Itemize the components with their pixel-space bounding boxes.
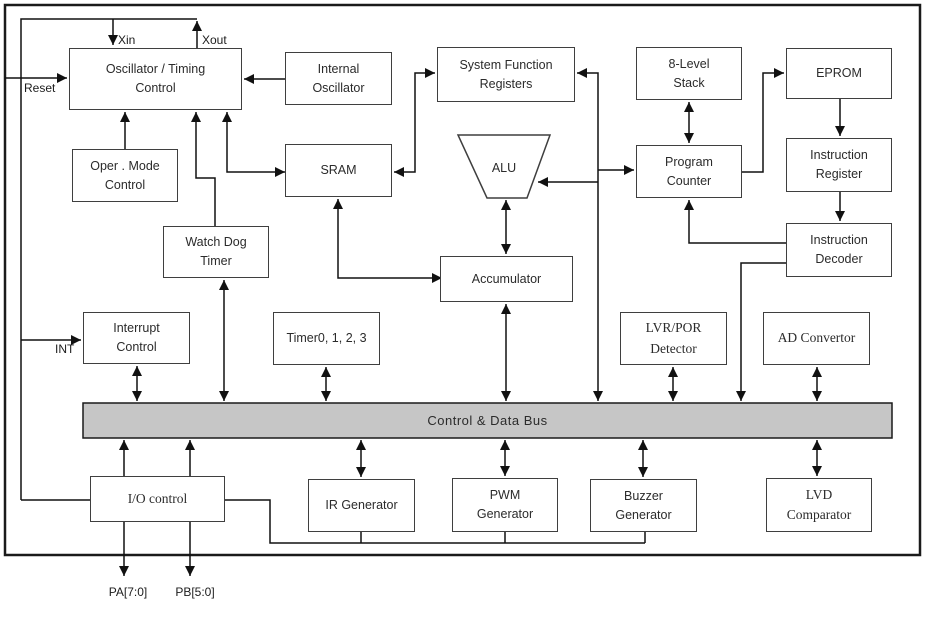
connector-decoder-bus [736, 262, 786, 401]
block-lvd-comparator: LVD Comparator [766, 478, 872, 532]
connector-watchdog-to-oscillator [191, 112, 216, 226]
pin-label-pa: PA[7:0] [108, 585, 148, 599]
connector-io-peripheral-rail [225, 499, 645, 544]
connector-oscillator-sram [222, 112, 285, 177]
block-instruction-register: Instruction Register [786, 138, 892, 192]
connector-sram-accumulator [333, 199, 442, 283]
connector-decoder-program-counter [684, 200, 786, 244]
pin-label-pb: PB[5:0] [175, 585, 215, 599]
control-data-bus-label: Control & Data Bus [427, 413, 548, 428]
block-ad-convertor: AD Convertor [763, 312, 870, 365]
block-program-counter: Program Counter [636, 145, 742, 198]
block-buzzer-generator: Buzzer Generator [590, 479, 697, 532]
block-internal-oscillator: Internal Oscillator [285, 52, 392, 105]
pin-label-xin: Xin [118, 33, 136, 47]
block-oper-mode-control: Oper . Mode Control [72, 149, 178, 202]
pin-label-reset: Reset [24, 81, 56, 95]
pin-label-xout: Xout [202, 33, 227, 47]
block-instruction-decoder: Instruction Decoder [786, 223, 892, 277]
block-accumulator: Accumulator [440, 256, 573, 302]
connector-sram-sfr [394, 68, 435, 177]
block-timers: Timer0, 1, 2, 3 [273, 312, 380, 365]
connector-sfr-bus [577, 68, 603, 401]
block-watch-dog-timer: Watch Dog Timer [163, 226, 269, 278]
block-eprom: EPROM [786, 48, 892, 99]
block-interrupt-control: Interrupt Control [83, 312, 190, 364]
block-alu-label: ALU [491, 160, 517, 175]
connector-program-counter-eprom [742, 68, 784, 173]
pin-label-int: INT [55, 342, 75, 356]
block-io-control: I/O control [90, 476, 225, 522]
block-lvr-por-detector: LVR/POR Detector [620, 312, 727, 365]
chip-outline [3, 3, 922, 557]
block-pwm-generator: PWM Generator [452, 478, 558, 532]
block-sram: SRAM [285, 144, 392, 197]
control-data-bus-rect [82, 402, 893, 439]
block-alu-shape [456, 134, 552, 199]
block-8-level-stack: 8-Level Stack [636, 47, 742, 100]
block-ir-generator: IR Generator [308, 479, 415, 532]
block-oscillator-timing-control: Oscillator / Timing Control [69, 48, 242, 110]
block-system-function-registers: System Function Registers [437, 47, 575, 102]
